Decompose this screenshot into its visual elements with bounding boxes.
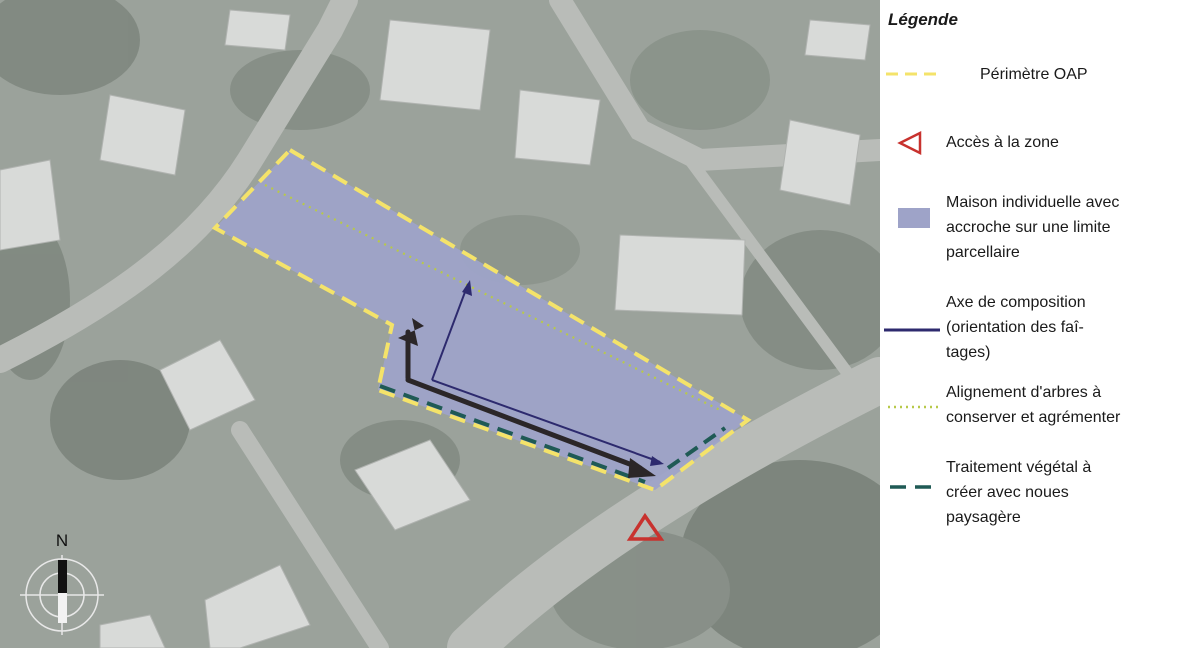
traitement-vegetal-line	[379, 384, 646, 484]
arrow-head-right	[628, 458, 656, 478]
traitement-vegetal-line-east	[666, 426, 727, 470]
tree-alignment-line	[264, 184, 721, 411]
house-roofs	[0, 9, 871, 648]
axe-composition-lines	[431, 283, 661, 463]
perimetre-oap-line	[211, 147, 752, 493]
legend-item-traitement: Traitement végétal à créer avec noues pa…	[880, 455, 1187, 531]
dotted-line-icon	[888, 405, 940, 409]
roads	[0, 0, 880, 648]
legend-label-perimetre: Périmètre OAP	[980, 66, 1088, 83]
filled-rect-icon	[898, 208, 930, 228]
legend-item-alignement: Alignement d'arbres à conserver et agrém…	[880, 380, 1187, 432]
legend-panel: Légende Périmètre OAP Accès à la zone Ma…	[880, 0, 1187, 648]
legend-label-axe: Axe de composition (orientation des faî-…	[946, 294, 1086, 361]
aerial-map: N	[0, 0, 880, 648]
legend-title: Légende	[888, 10, 958, 29]
legend-label-acces: Accès à la zone	[946, 134, 1059, 151]
legend-item-perimetre: Périmètre OAP	[880, 62, 1187, 86]
legend-item-acces: Accès à la zone	[880, 130, 1187, 156]
zone-maison-individuelle	[215, 150, 748, 490]
map-panel: N	[0, 0, 880, 648]
north-arrow: N	[20, 531, 104, 635]
triangle-outline-icon	[897, 130, 922, 156]
legend-label-maison: Maison individuelle avec accroche sur un…	[946, 194, 1120, 261]
legend-label-alignement: Alignement d'arbres à conserver et agrém…	[946, 384, 1121, 426]
legend-item-axe: Axe de composition (orientation des faî-…	[880, 290, 1187, 366]
north-label: N	[56, 531, 68, 550]
axis-arrow-head-right	[650, 456, 664, 466]
arrow-head-up	[398, 318, 424, 346]
solid-line-icon	[884, 328, 940, 332]
dashed-line-icon	[886, 72, 938, 76]
dashed-line-icon	[890, 485, 940, 489]
acces-zone-triangle	[626, 512, 665, 541]
legend-item-maison: Maison individuelle avec accroche sur un…	[880, 190, 1187, 266]
legend-label-traitement: Traitement végétal à créer avec noues pa…	[946, 459, 1092, 526]
axis-arrow-head-up	[462, 280, 472, 296]
